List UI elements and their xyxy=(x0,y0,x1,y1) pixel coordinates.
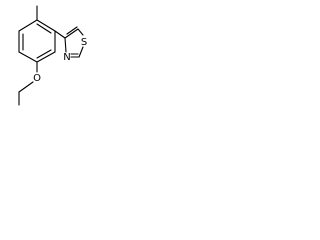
bond-c1-c2 xyxy=(18,19,38,32)
bond-c3-c4 xyxy=(18,51,38,63)
double-bond-c4-c5 xyxy=(36,49,52,59)
double-bond-c4-c5-thiazole xyxy=(66,26,78,35)
bond-benzene-thiazole xyxy=(54,30,66,39)
oxygen-atom-label: O xyxy=(33,73,41,84)
bond-c4-c5 xyxy=(36,51,56,63)
bond-s-c2 xyxy=(78,46,84,58)
benzene-ring xyxy=(18,19,56,63)
chemical-structure-diagram: O S N xyxy=(18,5,87,106)
double-bond-c6-c1 xyxy=(36,23,52,34)
nitrogen-atom-label: N xyxy=(63,52,70,63)
bond-c4-c5-thiazole xyxy=(64,28,79,39)
sulfur-atom-label: S xyxy=(81,37,87,48)
bond-n-c4 xyxy=(64,37,67,53)
bond-c6-c1 xyxy=(36,19,56,32)
ethoxy-group xyxy=(18,61,38,106)
bond-oxygen-ch2 xyxy=(18,81,34,93)
bond-c5-s xyxy=(77,28,84,36)
thiazole-ring xyxy=(64,26,84,58)
